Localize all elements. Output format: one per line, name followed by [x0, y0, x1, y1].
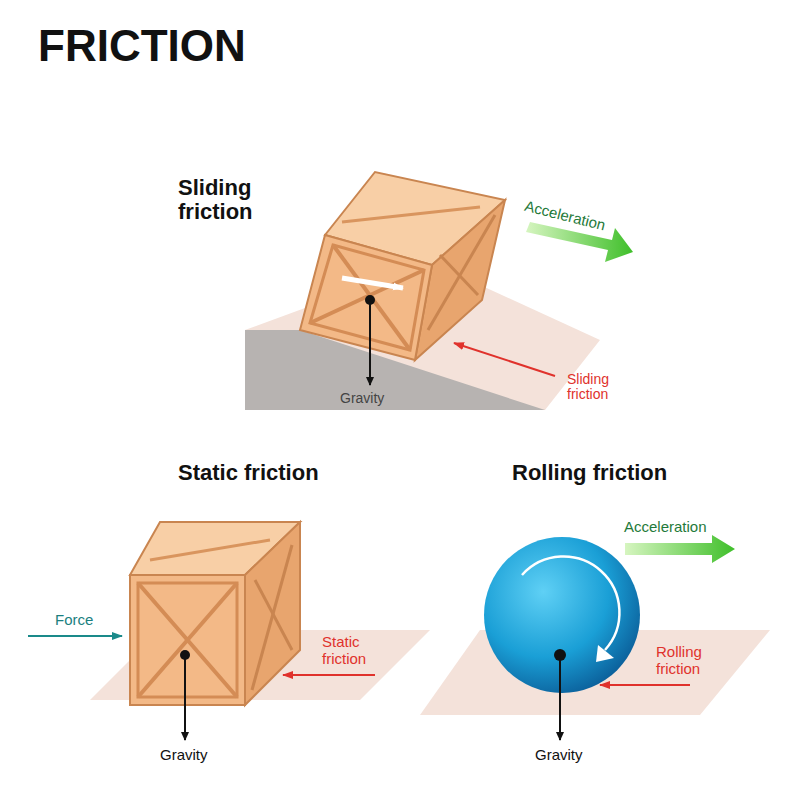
- ball: [484, 537, 640, 693]
- illustration-part: [428, 215, 495, 330]
- illustration-part: [138, 583, 237, 697]
- gravity-arrow: [559, 655, 561, 740]
- force-arrow: [28, 635, 122, 637]
- friction-arrow: [454, 343, 555, 376]
- acceleration-arrow: [625, 535, 735, 563]
- diagram-title: FRICTION: [38, 22, 246, 70]
- motion-arrow: [342, 278, 403, 288]
- illustration-part: [245, 522, 300, 705]
- panel-heading: Static friction: [178, 461, 319, 485]
- gravity-arrow: [184, 655, 186, 740]
- illustration-part: [150, 540, 270, 560]
- illustration-part: [130, 575, 245, 705]
- rotation-arrow: [522, 557, 619, 650]
- illustration-part: [310, 270, 424, 323]
- gravity-arrow: [369, 300, 371, 385]
- rotation-arrowhead: [596, 645, 614, 662]
- friction-label: Rolling friction: [656, 644, 736, 677]
- sliding-crate: [300, 172, 505, 360]
- force-label: Force: [55, 612, 93, 629]
- static-crate: [130, 522, 300, 705]
- panel-heading: Rolling friction: [512, 461, 667, 485]
- gravity-label: Gravity: [340, 391, 384, 406]
- acceleration-label: Acceleration: [624, 519, 707, 536]
- friction-label: Sliding friction: [567, 372, 647, 403]
- friction-arrow: [600, 684, 690, 686]
- illustration-part: [138, 583, 237, 697]
- illustration-part: [300, 235, 432, 360]
- gravity-label: Gravity: [535, 747, 583, 764]
- gravity-label: Gravity: [160, 747, 208, 764]
- panel-heading: Sliding friction: [178, 176, 288, 224]
- illustration-part: [333, 245, 410, 350]
- illustration-part: [252, 545, 292, 690]
- illustration-part: [310, 245, 424, 350]
- illustration-part: [342, 207, 480, 222]
- illustration-part: [138, 583, 237, 697]
- friction-label: Static friction: [322, 634, 397, 667]
- friction-arrow: [283, 674, 375, 676]
